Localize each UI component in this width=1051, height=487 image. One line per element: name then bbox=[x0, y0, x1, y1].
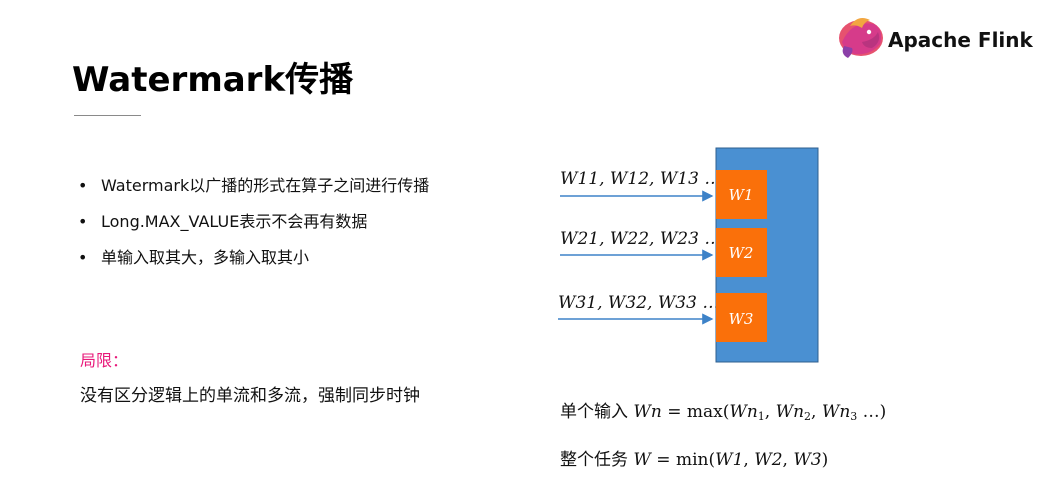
input-stream-2: W21, W22, W23 … W2 bbox=[560, 228, 767, 277]
formula-prefix: 单个输入 bbox=[560, 402, 628, 422]
title-divider bbox=[74, 115, 141, 116]
input-box-2 bbox=[716, 228, 767, 277]
watermark-diagram: W11, W12, W13 … W1 W21, W22, W23 … W2 W3… bbox=[558, 147, 819, 363]
formula-prefix: 整个任务 bbox=[560, 450, 628, 470]
input-box-label-1: W1 bbox=[729, 186, 754, 204]
bullet-list: Watermark以广播的形式在算子之间进行传播 Long.MAX_VALUE表… bbox=[78, 175, 429, 283]
limitation-title: 局限： bbox=[80, 351, 129, 370]
input-box-label-3: W3 bbox=[729, 310, 754, 328]
apache-flink-logo-icon bbox=[839, 18, 883, 58]
formula-lhs: Wn bbox=[633, 402, 662, 422]
logo-text: Apache Flink bbox=[888, 28, 1033, 52]
bullet-item: Long.MAX_VALUE表示不会再有数据 bbox=[78, 211, 429, 233]
input-stream-1: W11, W12, W13 … W1 bbox=[560, 169, 767, 219]
single-input-formula: 单个输入 Wn = max(Wn1, Wn2, Wn3 …) bbox=[560, 402, 887, 423]
limitation-text: 没有区分逻辑上的单流和多流，强制同步时钟 bbox=[80, 386, 420, 406]
input-box-1 bbox=[716, 170, 767, 219]
slide-title: Watermark传播 bbox=[72, 60, 354, 100]
task-formula: 整个任务 W = min(W1, W2, W3) bbox=[560, 450, 829, 470]
stream-label-1: W11, W12, W13 … bbox=[560, 169, 721, 189]
input-stream-3: W31, W32, W33 … W3 bbox=[558, 293, 767, 342]
bullet-item: Watermark以广播的形式在算子之间进行传播 bbox=[78, 175, 429, 197]
bullet-item: 单输入取其大，多输入取其小 bbox=[78, 247, 429, 269]
stream-label-3: W31, W32, W33 … bbox=[558, 293, 719, 313]
stream-label-2: W21, W22, W23 … bbox=[560, 229, 721, 249]
input-box-3 bbox=[716, 293, 767, 342]
formula-lhs: W bbox=[633, 450, 651, 470]
input-box-label-2: W2 bbox=[729, 244, 754, 262]
